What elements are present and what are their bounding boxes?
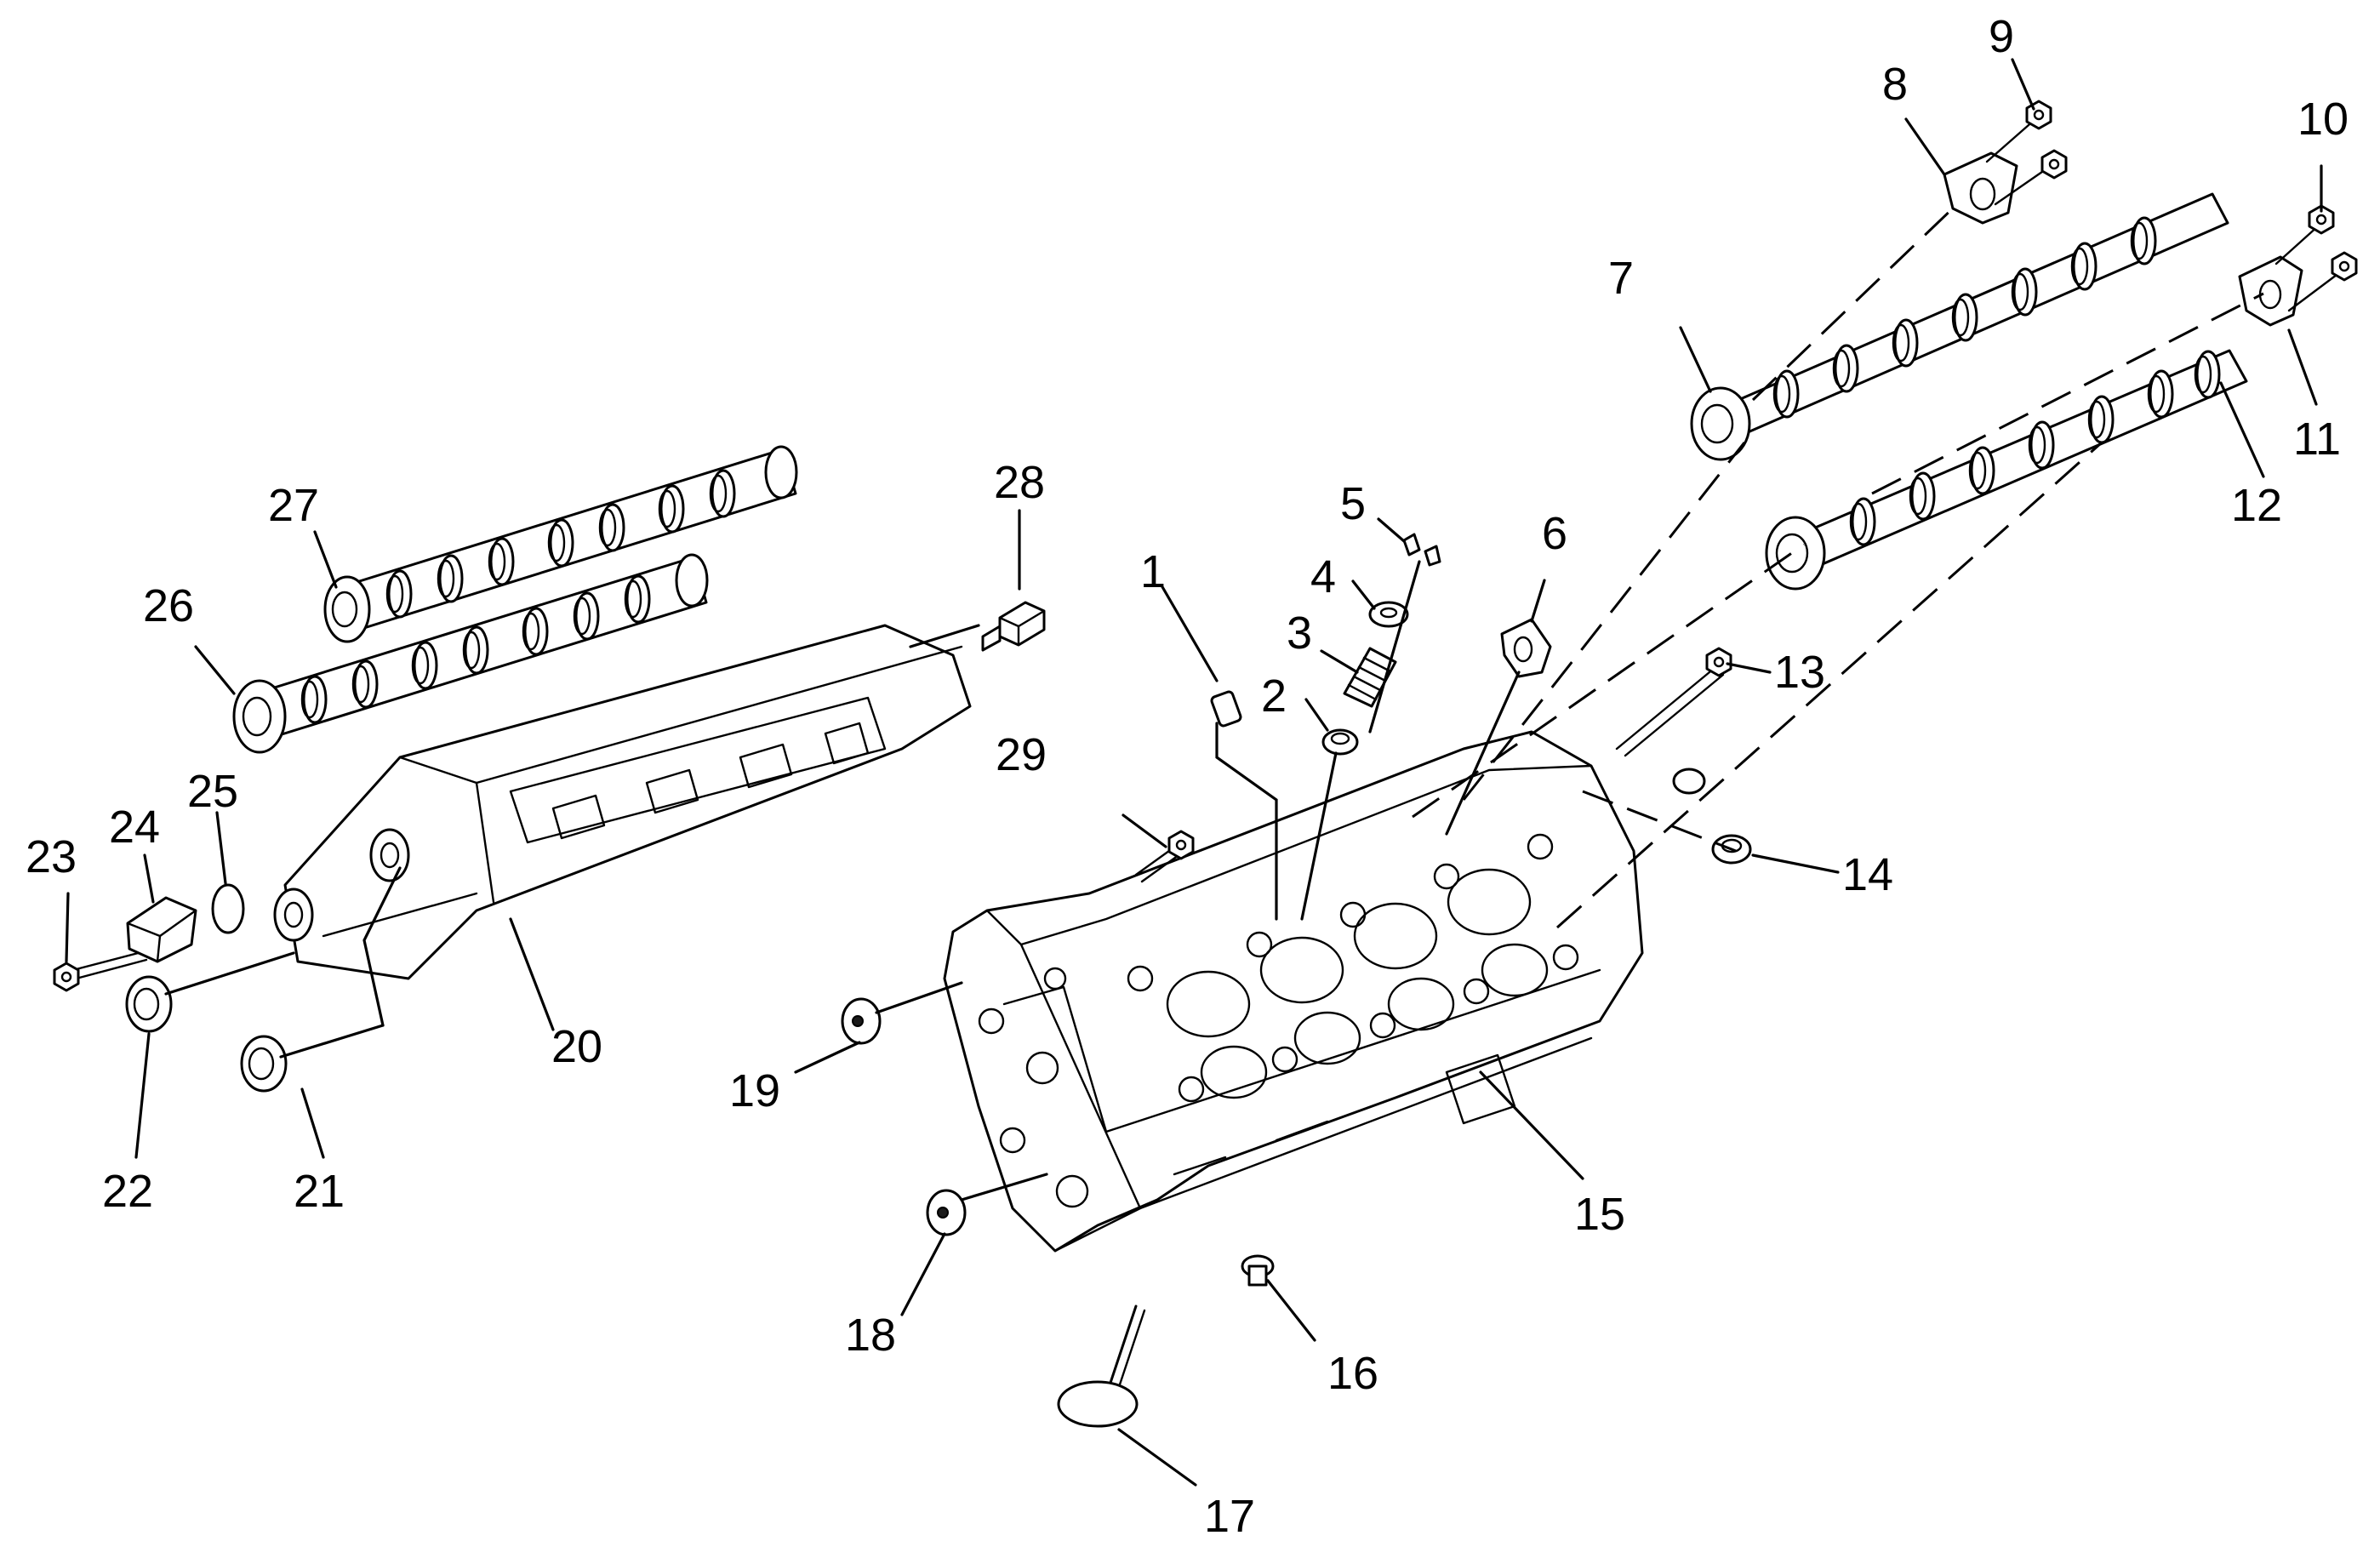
callout-9: 9	[1989, 11, 2014, 62]
leader-lines	[65, 58, 2323, 1487]
callout-8: 8	[1882, 59, 1908, 110]
callout-19: 19	[729, 1065, 780, 1116]
spring-retainer-4	[1368, 601, 1409, 628]
callout-7: 7	[1608, 253, 1634, 304]
seal-22	[125, 975, 173, 1033]
bolt-10	[2274, 204, 2358, 312]
camshaft-26	[232, 553, 709, 754]
callout-6: 6	[1542, 508, 1567, 559]
bolt-9	[1985, 100, 2068, 206]
camshaft-7	[1690, 192, 2229, 461]
valve-17	[1057, 1304, 1146, 1428]
callout-4: 4	[1310, 551, 1336, 602]
callout-28: 28	[994, 457, 1045, 508]
callout-17: 17	[1204, 1491, 1255, 1542]
callout-27: 27	[268, 480, 319, 531]
callout-24: 24	[109, 802, 160, 853]
camshaft-cap-8	[1943, 151, 2018, 225]
rocker-arm-6	[1500, 618, 1552, 678]
callout-25: 25	[187, 766, 238, 817]
callout-11: 11	[2293, 414, 2341, 465]
callout-5: 5	[1340, 478, 1366, 529]
callout-21: 21	[294, 1166, 345, 1217]
alignment-lines	[1412, 203, 2264, 929]
valve-keys-5	[1402, 533, 1441, 567]
callout-12: 12	[2231, 480, 2282, 531]
bolt-23	[53, 950, 148, 992]
callout-16: 16	[1327, 1348, 1378, 1399]
seal-18	[926, 1189, 967, 1236]
callout-15: 15	[1574, 1189, 1625, 1240]
callout-1: 1	[1140, 546, 1166, 597]
cylinder-head-15	[943, 730, 1644, 1253]
callout-18: 18	[845, 1310, 896, 1361]
plug-14	[1672, 768, 1752, 865]
seal-25	[211, 883, 245, 934]
callout-13: 13	[1774, 647, 1825, 698]
bracket-24	[126, 896, 197, 963]
callout-10: 10	[2297, 94, 2349, 145]
callout-14: 14	[1842, 849, 1893, 900]
camshaft-27	[323, 445, 798, 643]
plug-28	[981, 601, 1046, 652]
callout-3: 3	[1287, 608, 1312, 659]
callout-labels: 1 2 3 4 5 6 7 8 9 10 11 12 13 14 15 16 1…	[26, 11, 2349, 1542]
callout-23: 23	[26, 831, 77, 882]
callout-22: 22	[102, 1166, 153, 1217]
valve-lifter-1	[1210, 690, 1242, 728]
camshaft-12	[1765, 349, 2248, 591]
callout-29: 29	[996, 729, 1047, 780]
camshaft-cap-11	[2238, 255, 2303, 327]
seal-21	[240, 1035, 288, 1093]
bolt-29	[1134, 830, 1195, 883]
callout-2: 2	[1261, 671, 1287, 722]
valve-spring-3	[1343, 647, 1397, 708]
callout-26: 26	[143, 580, 194, 631]
bolt-13	[1615, 647, 1732, 757]
seal-19	[841, 997, 882, 1045]
valve-seal-2	[1321, 728, 1359, 756]
plug-16	[1241, 1254, 1275, 1287]
callout-20: 20	[551, 1021, 602, 1072]
